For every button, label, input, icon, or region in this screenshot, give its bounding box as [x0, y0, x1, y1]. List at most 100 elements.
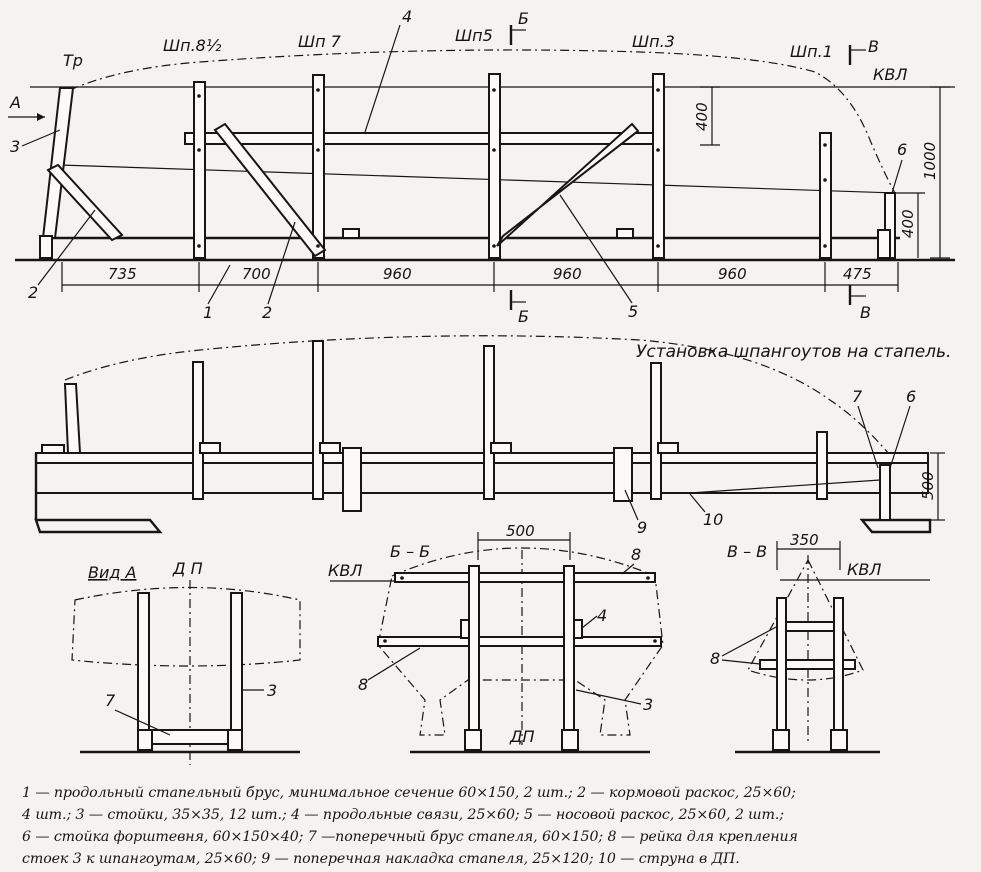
callout-3: 3	[10, 137, 20, 156]
frame-labels: Тр Шп.8½ Шп 7 Шп5 Шп.3 Шп.1	[63, 26, 833, 70]
view-a-title: Вид А	[88, 563, 136, 582]
svg-text:3: 3	[643, 695, 653, 714]
svg-text:700: 700	[242, 265, 271, 283]
frame-label: Шп.8½	[163, 36, 222, 55]
dim-350: 350	[790, 531, 819, 549]
frame-label: Шп.3	[632, 32, 675, 51]
bottom-dimensions: 735 700 960 960 960 475	[61, 262, 899, 292]
post-frame-8-5	[193, 81, 206, 259]
mid-post	[483, 345, 495, 500]
dp-label-b: ДП	[509, 727, 535, 746]
dim-500-b: 500	[506, 522, 535, 540]
stern-brace-b	[213, 122, 327, 258]
legend-line: стоек 3 к шпангоутам, 25×60; 9 — попереч…	[22, 851, 740, 867]
svg-text:2: 2	[28, 283, 38, 302]
bolt-dots	[197, 88, 827, 248]
svg-text:1000: 1000	[921, 142, 939, 180]
view-a-arrowhead	[37, 113, 45, 121]
legend-line: 6 — стойка форштевня, 60×150×40; 7 —попе…	[22, 829, 798, 845]
svg-text:8: 8	[710, 649, 720, 668]
right-dimensions: 400 400 1000	[693, 86, 950, 259]
transom-post	[41, 87, 75, 239]
kvl-label-v: КВЛ	[847, 560, 881, 579]
post-frame-3	[652, 73, 665, 259]
svg-text:Б: Б	[518, 9, 529, 28]
string-line	[59, 164, 896, 194]
batten-upper	[394, 572, 656, 583]
svg-text:400: 400	[693, 102, 711, 131]
stem-post-2	[879, 464, 891, 521]
svg-text:1: 1	[203, 303, 213, 322]
svg-text:В: В	[860, 303, 871, 322]
frame-label: Тр	[63, 51, 83, 70]
pad	[616, 228, 634, 239]
bow-block	[877, 229, 891, 259]
pad	[342, 228, 360, 239]
legend-line: 4 шт.; 3 — стойки, 35×35, 12 шт.; 4 — пр…	[22, 807, 784, 823]
svg-text:8: 8	[358, 675, 368, 694]
string-line-2	[689, 479, 881, 494]
svg-text:4: 4	[597, 606, 607, 625]
stern-foot	[34, 518, 163, 534]
svg-text:4: 4	[402, 7, 412, 26]
view-a-label: А	[9, 93, 21, 112]
frame-label: Шп 7	[298, 32, 342, 51]
svg-text:Б: Б	[518, 307, 529, 326]
cross-beam	[148, 729, 232, 745]
section-v-mark: В В	[848, 37, 879, 322]
svg-text:2: 2	[262, 303, 272, 322]
svg-text:3: 3	[267, 681, 277, 700]
post-right-b	[563, 565, 575, 749]
pad	[657, 442, 679, 454]
pad	[199, 442, 221, 454]
svg-text:475: 475	[843, 265, 872, 283]
sheer-line-2	[64, 335, 891, 456]
svg-text:735: 735	[108, 265, 137, 283]
post-left-b	[468, 565, 480, 749]
view-a: Вид А Д П 7 3	[71, 559, 301, 765]
pad	[41, 444, 65, 454]
stern-block	[39, 235, 53, 259]
bow-brace	[496, 122, 640, 247]
mid-post	[650, 362, 662, 500]
svg-text:8: 8	[631, 545, 641, 564]
svg-text:5: 5	[628, 302, 638, 321]
legend: 1 — продольный стапельный брус, минималь…	[22, 782, 962, 870]
post-frame-7	[312, 74, 325, 259]
post-frame-5	[488, 73, 501, 259]
section-b-b: Б – Б КВЛ 500 ДП 8 4 8 3	[328, 522, 664, 754]
bow-section-outline	[747, 558, 864, 681]
dim-500: 500	[919, 471, 937, 500]
middle-caption: Установка шпангоутов на стапель.	[636, 342, 951, 362]
svg-text:7: 7	[105, 691, 116, 710]
stocks-beam	[35, 462, 929, 494]
frames-on-stocks-view: Установка шпангоутов на стапель. 500 7	[34, 335, 951, 537]
frame-label: Шп.1	[790, 42, 833, 61]
batten-v-upper	[777, 621, 841, 632]
mid-post	[816, 431, 828, 500]
kvl-label-b: КВЛ	[328, 561, 362, 580]
cross-plate	[613, 447, 633, 502]
pad	[490, 442, 512, 454]
kvl-label: КВЛ	[873, 65, 907, 84]
transom-outline	[71, 586, 301, 667]
section-b-mark: Б Б	[509, 9, 529, 326]
mid-post	[192, 361, 204, 500]
svg-text:6: 6	[906, 387, 916, 406]
svg-text:В: В	[868, 37, 879, 56]
frame-label: Шп5	[455, 26, 493, 45]
svg-text:7: 7	[852, 387, 863, 406]
section-v-title: В – В	[727, 542, 767, 561]
hull-section-outline	[377, 547, 664, 736]
svg-text:9: 9	[637, 518, 647, 537]
sheer-line	[69, 49, 896, 194]
top-callouts: 1 2 2 3 4 5 6	[10, 7, 907, 322]
post-left-v	[776, 597, 787, 749]
cross-plate	[342, 447, 362, 512]
pad	[319, 442, 341, 454]
stocks-beam-top	[35, 452, 929, 464]
batten-lower	[377, 636, 662, 647]
bow-foot	[859, 518, 932, 534]
